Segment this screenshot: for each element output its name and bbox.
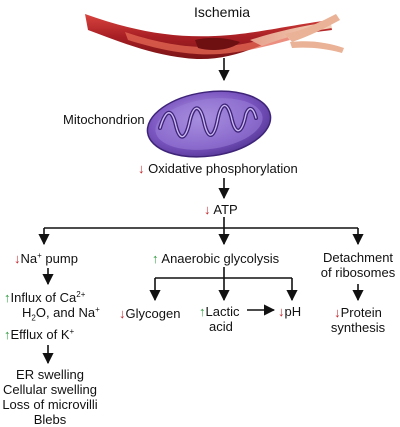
lactic-acid-node: ↑Lactic acid <box>199 304 240 334</box>
decrease-icon: ↓ <box>334 305 341 320</box>
na-pump-node: ↓Na+ pump <box>14 251 78 266</box>
decrease-icon: ↓ <box>119 306 126 321</box>
efflux-node: ↑Efflux of K+ <box>4 327 75 342</box>
increase-icon: ↑ <box>4 327 11 342</box>
increase-icon: ↑ <box>199 304 206 319</box>
mitochondrion-icon <box>146 90 272 158</box>
increase-icon: ↑ <box>152 251 159 266</box>
anaerobic-glycolysis-node: ↑ Anaerobic glycolysis <box>152 251 280 266</box>
decrease-icon: ↓ <box>204 202 211 217</box>
influx-node: ↑Influx of Ca2+ H2O, and Na+ <box>4 290 100 323</box>
mitochondrion-label: Mitochondrion <box>63 112 145 127</box>
title: Ischemia <box>193 4 251 20</box>
atp-node: ↓ ATP <box>204 202 238 217</box>
cell-outcomes: ER swelling Cellular swelling Loss of mi… <box>0 367 106 427</box>
outcome-loss-of-microvilli: Loss of microvilli <box>2 397 98 412</box>
protein-synthesis-node: ↓Protein synthesis <box>330 305 386 335</box>
decrease-icon: ↓ <box>278 304 285 319</box>
blood-vessel-icon <box>85 14 344 60</box>
decrease-icon: ↓ <box>14 251 21 266</box>
ph-node: ↓pH <box>278 304 302 319</box>
increase-icon: ↑ <box>4 290 11 305</box>
glycogen-node: ↓Glycogen <box>119 306 181 321</box>
detachment-node: Detachment of ribosomes <box>320 250 396 280</box>
outcome-blebs: Blebs <box>33 412 67 427</box>
outcome-er-swelling: ER swelling <box>16 367 84 382</box>
outcome-cellular-swelling: Cellular swelling <box>3 382 97 397</box>
oxidative-phosphorylation-node: ↓ Oxidative phosphorylation <box>138 161 298 176</box>
decrease-icon: ↓ <box>138 161 145 176</box>
